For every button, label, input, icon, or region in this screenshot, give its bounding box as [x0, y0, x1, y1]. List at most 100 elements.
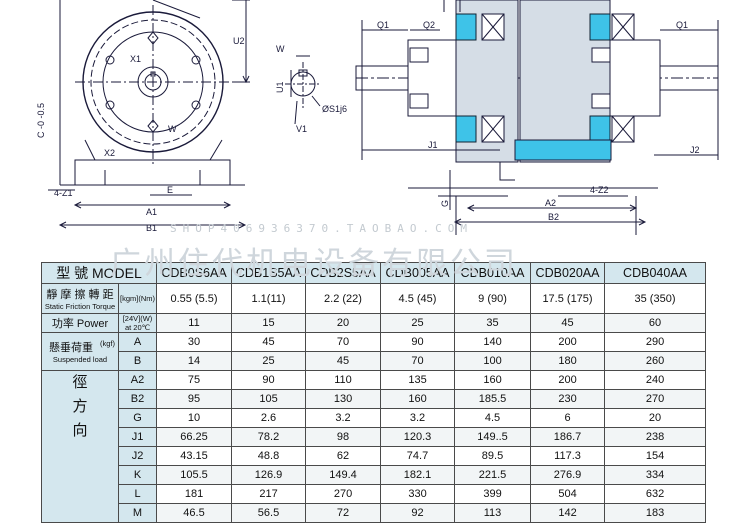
load-label-cn: 懸垂荷重	[49, 342, 93, 354]
dim-group-label: 徑 方 向	[41, 370, 119, 523]
dim-value: 72	[305, 503, 382, 523]
dim-label: E	[167, 185, 173, 195]
dim-label: U2	[233, 36, 245, 46]
dim-value: 105.5	[156, 465, 233, 485]
power-value: 35	[454, 313, 532, 333]
dim-key: M	[117, 503, 158, 523]
dim-key: J1	[117, 427, 158, 447]
dim-value: 181	[156, 484, 233, 504]
dim-label: X1	[130, 54, 141, 64]
dim-value: 240	[604, 370, 707, 390]
dim-value: 66.25	[156, 427, 233, 447]
model-name: CDB040AA	[604, 262, 707, 284]
dim-label: J2	[690, 145, 700, 155]
torque-unit: [kgm](Nm)	[117, 283, 158, 314]
load-value: 14	[156, 351, 233, 371]
dim-value: 135	[380, 370, 456, 390]
dim-value: 276.9	[530, 465, 606, 485]
dim-label: W	[168, 124, 177, 134]
dim-value: 185.5	[454, 389, 532, 409]
power-value: 60	[604, 313, 707, 333]
load-unit: (kgf)	[100, 339, 115, 348]
dim-value: 334	[604, 465, 707, 485]
dim-value: 105	[231, 389, 307, 409]
load-row-b: B 14 25 45 70 100 180 260	[42, 351, 707, 371]
dim-label: A1	[146, 207, 157, 217]
model-name: CDB020AA	[530, 262, 606, 284]
side-section-view	[355, 0, 719, 235]
dim-value: 78.2	[231, 427, 307, 447]
dim-label: Q1	[676, 20, 688, 30]
dim-value: 98	[305, 427, 382, 447]
shaft-section	[285, 55, 321, 125]
dim-label: 4-Z2	[590, 185, 609, 195]
dim-label: X2	[104, 148, 115, 158]
power-value: 15	[231, 313, 307, 333]
dim-value: 183	[604, 503, 707, 523]
torque-label-en: Static Friction Torque	[44, 302, 116, 311]
dim-value: 4.5	[454, 408, 532, 428]
dim-label: J1	[428, 140, 438, 150]
load-value: 45	[305, 351, 382, 371]
dim-label: Q1	[377, 20, 389, 30]
model-name: CDB0S6AA	[156, 262, 233, 284]
watermark-url: SHOP406936370.TAOBAO.COM	[170, 222, 473, 235]
torque-label: 靜 摩 擦 轉 距 Static Friction Torque	[41, 283, 119, 314]
torque-value: 2.2 (22)	[305, 283, 382, 314]
load-label: 懸垂荷重 (kgf) Suspended load	[41, 332, 119, 371]
torque-value: 1.1(11)	[231, 283, 307, 314]
load-row-a: 懸垂荷重 (kgf) Suspended load A 30 45 70 90 …	[41, 332, 707, 371]
dim-value: 62	[305, 446, 382, 466]
dim-value: 632	[604, 484, 707, 504]
dim-key: L	[117, 484, 158, 504]
dim-value: 110	[305, 370, 382, 390]
spec-table-body: 型 號 MODEL CDB0S6AA CDB1S5AA CDB2S5AA CDB…	[40, 262, 707, 523]
front-view	[48, 0, 250, 229]
dim-value: 75	[156, 370, 233, 390]
dim-label: W	[276, 44, 285, 54]
watermark: 广州住代机电设备有限公司	[110, 246, 518, 282]
dim-label: B1	[146, 223, 157, 233]
power-value: 11	[156, 313, 233, 333]
dim-value: 74.7	[380, 446, 456, 466]
dim-key: G	[117, 408, 158, 428]
load-value: 70	[380, 351, 456, 371]
dim-value: 117.3	[530, 446, 606, 466]
dim-value: 126.9	[231, 465, 307, 485]
dim-value: 95	[156, 389, 233, 409]
dim-value: 142	[530, 503, 606, 523]
dim-value: 6	[530, 408, 606, 428]
torque-value: 0.55 (5.5)	[156, 283, 233, 314]
dim-value: 2.6	[231, 408, 307, 428]
dim-label: 4-Z1	[54, 188, 73, 198]
model-name: CDB010AA	[454, 262, 532, 284]
torque-label-cn: 靜 摩 擦 轉 距	[46, 289, 114, 301]
load-value: 260	[604, 351, 707, 371]
dim-value: 221.5	[454, 465, 532, 485]
dim-value: 154	[604, 446, 707, 466]
load-value: 100	[454, 351, 532, 371]
dim-value: 48.8	[231, 446, 307, 466]
dim-value: 120.3	[380, 427, 456, 447]
technical-drawing: X1 U2 C -0 -0.5 W X2 4-Z1 E A1 B1 W U1 Ø…	[36, 0, 719, 235]
model-header: 型 號 MODEL	[40, 262, 158, 284]
power-label: 功率 Power	[41, 313, 119, 333]
power-value: 45	[530, 313, 606, 333]
dim-value: 130	[305, 389, 382, 409]
dim-value: 92	[380, 503, 456, 523]
load-key: B	[117, 351, 158, 371]
dim-value: 3.2	[380, 408, 456, 428]
load-value: 90	[380, 332, 456, 352]
torque-value: 35 (350)	[604, 283, 707, 314]
dim-value: 160	[454, 370, 532, 390]
dim-value: 330	[380, 484, 456, 504]
load-label-en: Suspended load	[52, 355, 108, 364]
dim-value: 3.2	[305, 408, 382, 428]
torque-value: 4.5 (45)	[380, 283, 456, 314]
